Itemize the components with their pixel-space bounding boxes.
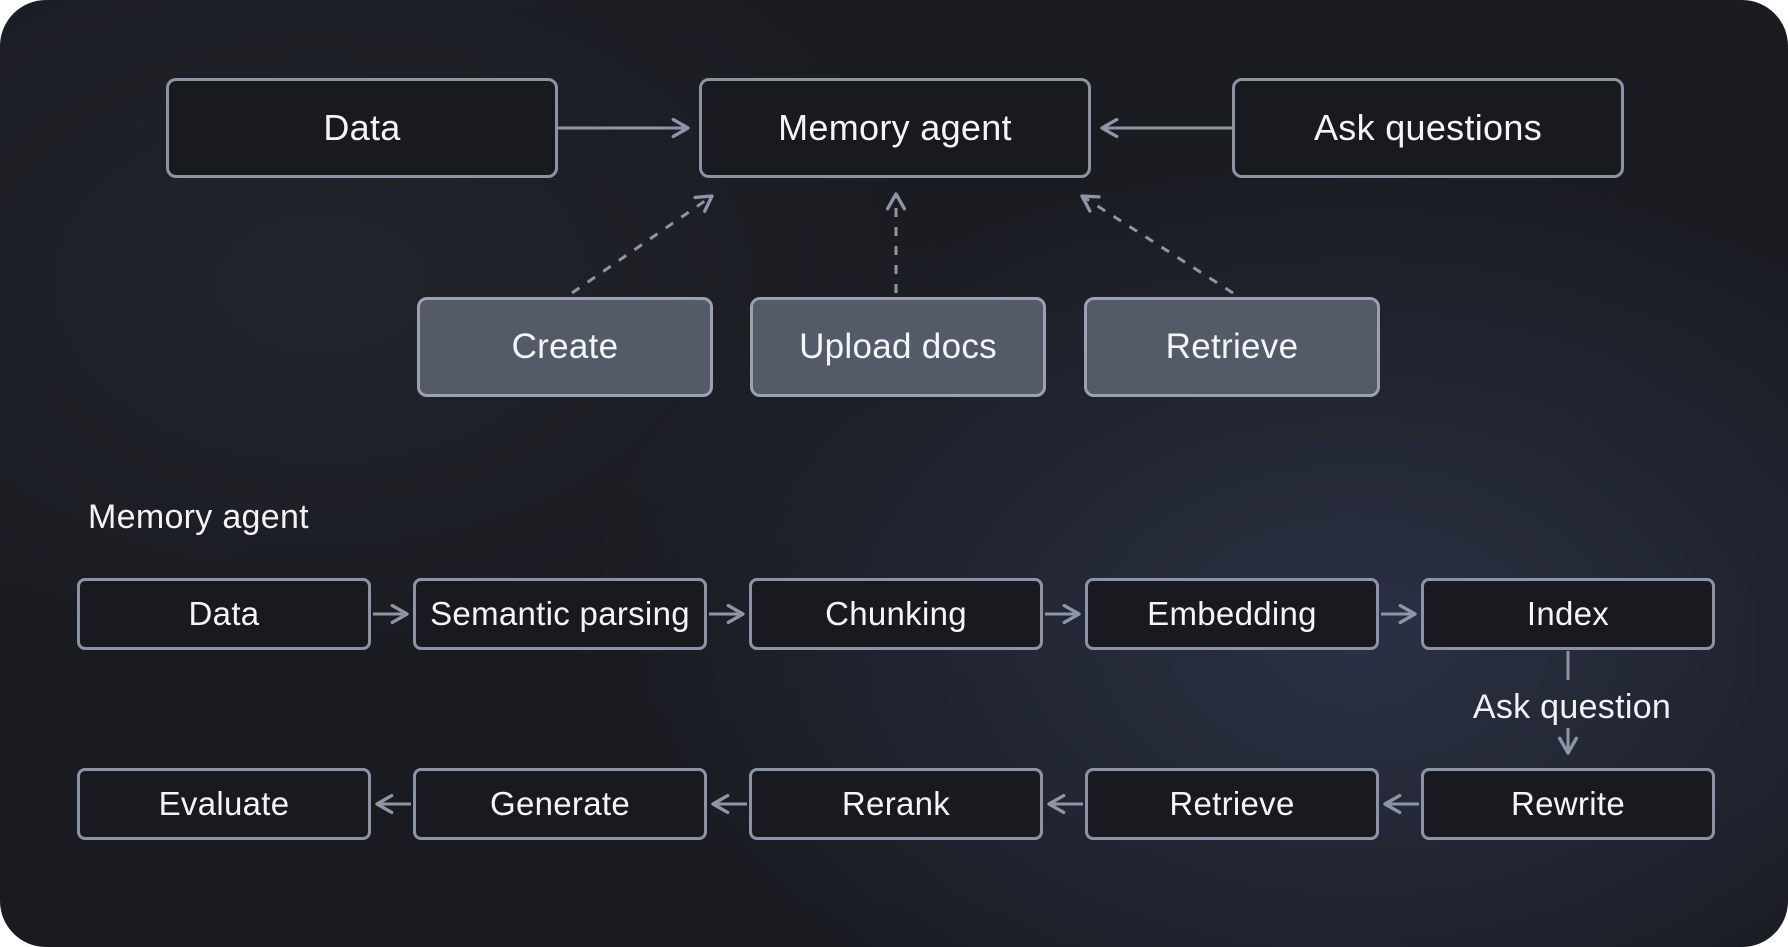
node-embedding: Embedding bbox=[1085, 578, 1379, 650]
node-rerank: Rerank bbox=[749, 768, 1043, 840]
node-label: Generate bbox=[490, 785, 630, 822]
node-label: Index bbox=[1526, 595, 1610, 632]
node-pipeline-data: Data bbox=[77, 578, 371, 650]
node-label: Ask questions bbox=[1313, 107, 1543, 148]
node-label: Evaluate bbox=[158, 785, 290, 822]
node-pipeline-retrieve: Retrieve bbox=[1085, 768, 1379, 840]
node-label: Rerank bbox=[841, 785, 951, 822]
node-chunking: Chunking bbox=[749, 578, 1043, 650]
node-label: Embedding bbox=[1147, 595, 1317, 632]
node-label: Upload docs bbox=[799, 327, 997, 366]
node-generate: Generate bbox=[413, 768, 707, 840]
node-label: Create bbox=[511, 327, 619, 366]
section-label-memory-agent: Memory agent bbox=[88, 498, 309, 536]
node-semantic-parsing: Semantic parsing bbox=[413, 578, 707, 650]
node-label: Semantic parsing bbox=[430, 595, 690, 632]
node-label: Data bbox=[323, 107, 401, 148]
node-label: Chunking bbox=[825, 595, 967, 632]
node-label: Retrieve bbox=[1165, 327, 1299, 366]
node-create: Create bbox=[417, 297, 713, 397]
node-data-source: Data bbox=[166, 78, 558, 178]
node-label: Rewrite bbox=[1511, 785, 1625, 822]
connector-label-ask-question: Ask question bbox=[1472, 688, 1672, 726]
node-retrieve-action: Retrieve bbox=[1084, 297, 1380, 397]
node-upload-docs: Upload docs bbox=[750, 297, 1046, 397]
node-index: Index bbox=[1421, 578, 1715, 650]
node-label: Data bbox=[188, 595, 260, 632]
node-memory-agent: Memory agent bbox=[699, 78, 1091, 178]
node-ask-questions: Ask questions bbox=[1232, 78, 1624, 178]
node-evaluate: Evaluate bbox=[77, 768, 371, 840]
node-rewrite: Rewrite bbox=[1421, 768, 1715, 840]
node-label: Memory agent bbox=[778, 107, 1012, 148]
node-label: Retrieve bbox=[1169, 785, 1295, 822]
